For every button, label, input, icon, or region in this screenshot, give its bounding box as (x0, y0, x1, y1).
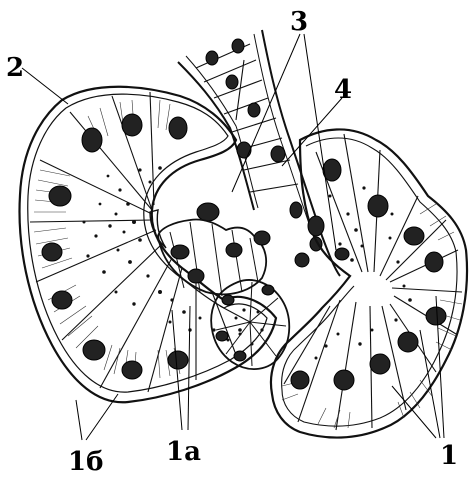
nucleus (425, 252, 443, 272)
right-acinus-granules (315, 186, 412, 359)
duct-nuclei (206, 39, 322, 251)
nucleus (398, 332, 418, 352)
nucleus (226, 243, 242, 257)
duct-wall-left (178, 62, 254, 210)
nucleus (122, 361, 142, 379)
nucleus (254, 231, 270, 245)
nucleus (368, 195, 388, 217)
nucleus (262, 285, 274, 295)
nucleus (82, 128, 102, 152)
leader-1b-sub-a (76, 400, 82, 440)
label-4: 4 (334, 75, 352, 105)
right-acinus-nuclei (291, 159, 446, 390)
label-1: 1 (440, 441, 458, 471)
nucleus (291, 371, 309, 389)
nucleus (234, 351, 246, 361)
nucleus (52, 291, 72, 309)
nucleus (290, 202, 302, 218)
label-2: 2 (6, 53, 24, 83)
nucleus (188, 269, 204, 283)
nucleus (197, 203, 219, 221)
leader-1b-sub-b (86, 394, 118, 440)
leader-4 (282, 98, 342, 166)
nucleus (222, 295, 234, 305)
nucleus (334, 370, 354, 390)
left-acinus-cell-borders (30, 92, 238, 392)
nucleus (308, 216, 324, 236)
nucleus (168, 351, 188, 369)
leader-1a-sub-b (188, 306, 190, 430)
right-acinus-outer-membrane (271, 129, 467, 437)
nucleus (271, 146, 285, 162)
nucleus (171, 245, 189, 259)
nucleus (206, 51, 218, 65)
label-3: 3 (290, 7, 308, 37)
nucleus (370, 354, 390, 374)
leader-2 (22, 68, 68, 104)
nucleus (226, 75, 238, 89)
nucleus (169, 117, 187, 139)
leader-3a (232, 34, 300, 192)
label-1a: 1а (166, 437, 201, 467)
nucleus (216, 331, 228, 341)
nucleus (83, 340, 105, 360)
nucleus (248, 103, 260, 117)
nucleus (49, 186, 71, 206)
right-acinus-cell-borders (284, 134, 462, 430)
nucleus (295, 253, 309, 267)
nucleus (237, 142, 251, 158)
right-acinus (271, 129, 467, 437)
nucleus (122, 114, 142, 136)
leader-1a-sub-a (172, 310, 182, 430)
nucleus (404, 227, 424, 245)
label-1b: 1б (68, 447, 103, 477)
nucleus (42, 243, 62, 261)
leader-1a (392, 386, 436, 438)
nucleus (335, 248, 349, 260)
nucleus (426, 307, 446, 325)
nucleus (232, 39, 244, 53)
